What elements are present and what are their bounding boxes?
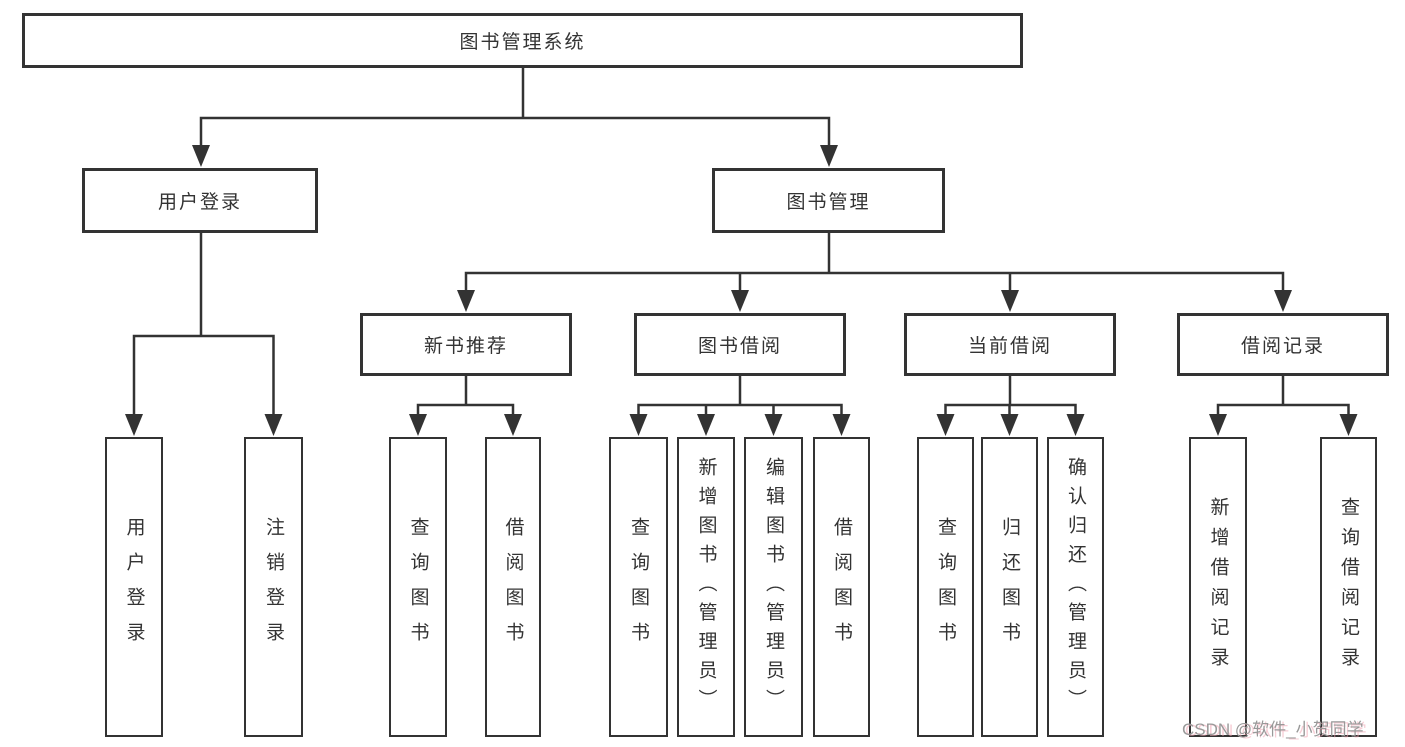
- connector-book-mgmt: [464, 231, 1285, 295]
- arrow-down-icon: [1209, 414, 1227, 436]
- arrow-down-icon: [1001, 290, 1019, 312]
- arrow-down-icon: [1000, 414, 1019, 436]
- connector-records-group: [1216, 374, 1350, 419]
- leaf-borrow-borrow-books-label: 借阅图书: [831, 517, 852, 657]
- arrow-down-icon: [629, 414, 648, 436]
- arrow-down-icon: [125, 414, 143, 436]
- leaf-records-query-record-label: 查询借阅记录: [1338, 497, 1359, 677]
- connector-borrow-group: [637, 374, 843, 419]
- arrow-down-icon: [936, 414, 955, 436]
- node-book-borrow: 图书借阅: [634, 313, 846, 376]
- leaf-logout-label: 注销登录: [263, 517, 284, 657]
- leaf-borrow-edit-books-admin: 编辑图书（管理员）: [744, 437, 803, 737]
- leaf-borrow-query-books-label: 查询图书: [628, 517, 649, 657]
- leaf-borrow-query-books: 查询图书: [609, 437, 668, 737]
- leaf-current-confirm-return-admin-label: 确认归还（管理员）: [1065, 456, 1086, 718]
- node-current-borrow: 当前借阅: [904, 313, 1116, 376]
- connector-recommend-group: [416, 374, 515, 419]
- leaf-current-query-books: 查询图书: [917, 437, 974, 737]
- watermark-text: CSDN @软件_小贺同学: [1182, 720, 1364, 739]
- connector-root: [199, 66, 831, 150]
- leaf-user-login: 用户登录: [105, 437, 163, 737]
- arrow-down-icon: [731, 290, 749, 312]
- node-new-book-recommend: 新书推荐: [360, 313, 572, 376]
- leaf-recommend-borrow-books: 借阅图书: [485, 437, 541, 737]
- leaf-logout: 注销登录: [244, 437, 303, 737]
- node-user-login-label: 用户登录: [157, 192, 242, 213]
- node-book-mgmt: 图书管理: [712, 168, 945, 233]
- arrow-down-icon: [504, 414, 522, 436]
- leaf-recommend-query-books: 查询图书: [389, 437, 447, 737]
- leaf-current-query-books-label: 查询图书: [935, 517, 956, 657]
- leaf-borrow-add-books-admin-label: 新增图书（管理员）: [695, 456, 717, 718]
- leaf-borrow-edit-books-admin-label: 编辑图书（管理员）: [763, 456, 784, 718]
- leaf-records-add-record-label: 新增借阅记录: [1207, 497, 1229, 677]
- leaf-recommend-query-books-label: 查询图书: [407, 517, 429, 657]
- connector-current-group: [944, 374, 1077, 419]
- node-borrow-records: 借阅记录: [1177, 313, 1389, 376]
- node-book-mgmt-label: 图书管理: [786, 192, 871, 213]
- leaf-recommend-borrow-books-label: 借阅图书: [502, 517, 524, 657]
- node-borrow-records-label: 借阅记录: [1240, 336, 1325, 357]
- node-user-login: 用户登录: [82, 168, 318, 233]
- arrow-down-icon: [820, 145, 838, 167]
- arrow-down-icon: [764, 414, 783, 436]
- arrow-down-icon: [1066, 414, 1085, 436]
- node-current-borrow-label: 当前借阅: [967, 336, 1052, 357]
- arrow-down-icon: [697, 414, 715, 436]
- arrow-down-icon: [409, 414, 427, 436]
- node-new-book-recommend-label: 新书推荐: [423, 336, 508, 357]
- node-root: 图书管理系统: [22, 13, 1023, 68]
- arrow-down-icon: [192, 145, 210, 167]
- leaf-borrow-add-books-admin: 新增图书（管理员）: [677, 437, 735, 737]
- node-book-borrow-label: 图书借阅: [697, 336, 782, 357]
- arrow-down-icon: [264, 414, 283, 436]
- leaf-user-login-label: 用户登录: [123, 517, 145, 657]
- arrow-down-icon: [457, 290, 475, 312]
- arrow-down-icon: [1274, 290, 1292, 312]
- leaf-records-add-record: 新增借阅记录: [1189, 437, 1247, 737]
- connector-user-login-group: [132, 231, 275, 419]
- leaf-current-confirm-return-admin: 确认归还（管理员）: [1047, 437, 1104, 737]
- leaf-records-query-record: 查询借阅记录: [1320, 437, 1377, 737]
- arrow-down-icon: [832, 414, 851, 436]
- leaf-borrow-borrow-books: 借阅图书: [813, 437, 870, 737]
- arrow-down-icon: [1339, 414, 1358, 436]
- node-root-label: 图书管理系统: [459, 32, 586, 53]
- leaf-current-return-books-label: 归还图书: [999, 517, 1020, 657]
- leaf-current-return-books: 归还图书: [981, 437, 1038, 737]
